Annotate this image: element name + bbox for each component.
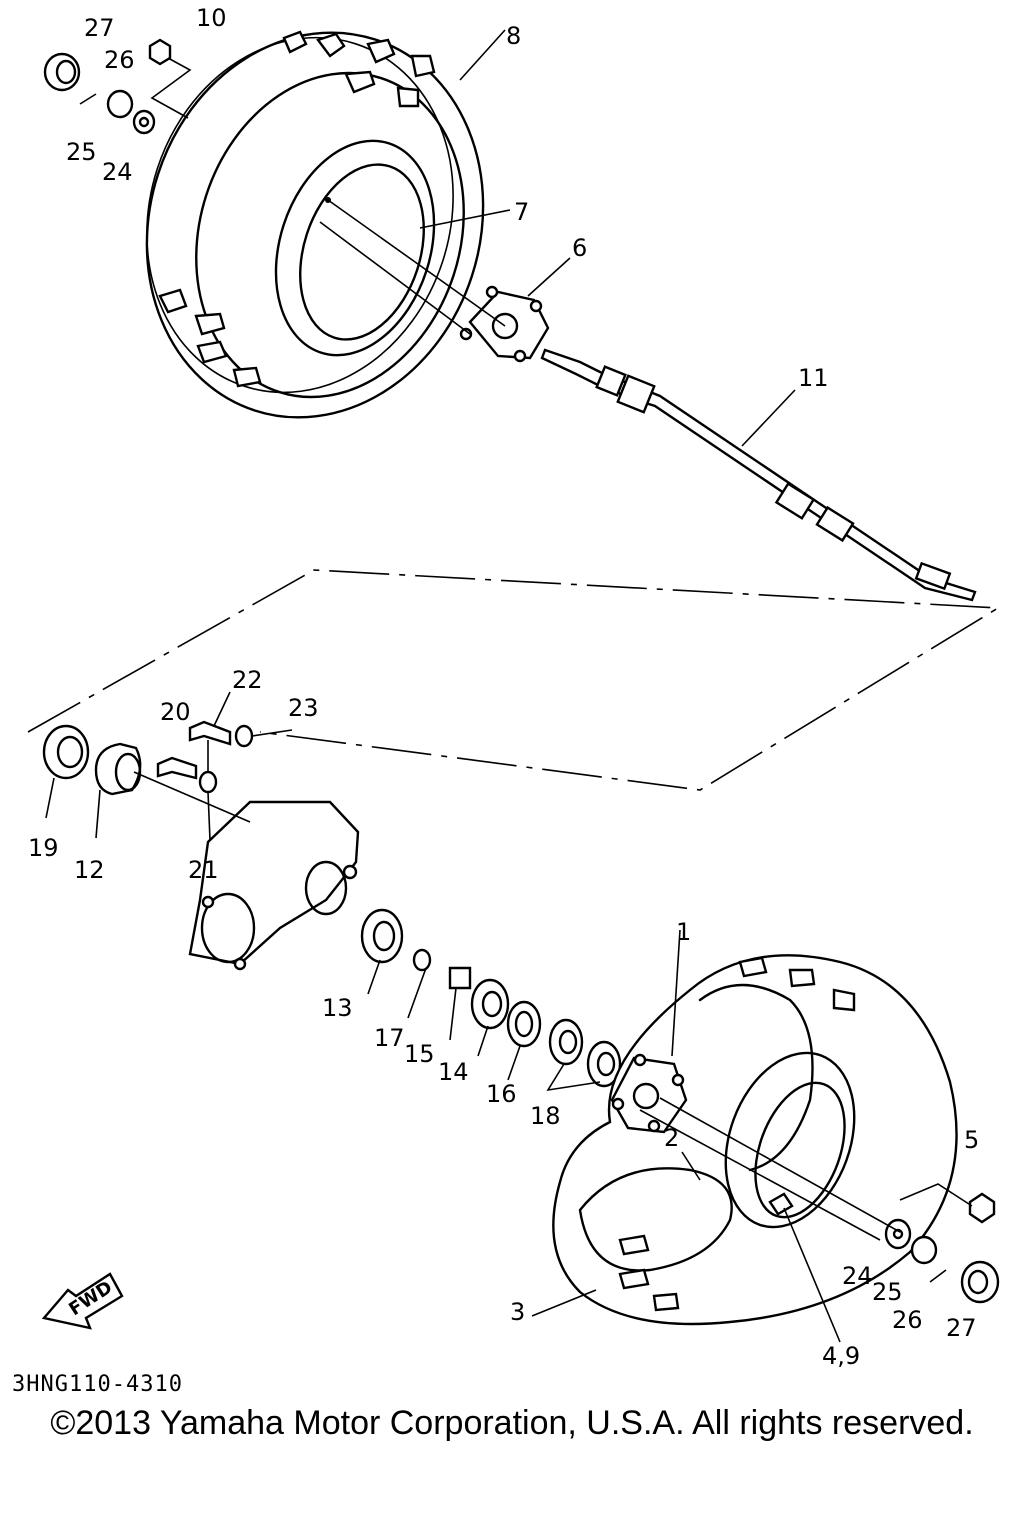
callout-label: 4,9	[822, 1342, 860, 1370]
callout-label: 25	[872, 1278, 903, 1306]
callout-label: 17	[374, 1024, 405, 1052]
bottom-hardware	[884, 1192, 1000, 1304]
top-hardware	[43, 38, 172, 135]
callout-label: 12	[74, 856, 105, 884]
bottom-hub	[610, 1053, 688, 1134]
callout-label: 11	[798, 364, 829, 392]
callout-label: 16	[486, 1080, 517, 1108]
callout-label: 14	[438, 1058, 469, 1086]
callout-label: 1	[676, 918, 691, 946]
callout-label: 2	[664, 1124, 679, 1152]
callout-label: 6	[572, 234, 587, 262]
callout-label: 26	[104, 46, 135, 74]
callout-label: 27	[84, 14, 115, 42]
callout-label: 25	[66, 138, 97, 166]
callout-label: 23	[288, 694, 319, 722]
top-hub	[459, 285, 550, 363]
callout-label: 20	[160, 698, 191, 726]
callout-labels: 27 10 26 8 25 24 7 6 11 22 20 23 19 12 2…	[28, 4, 979, 1370]
differential-assembly	[42, 720, 622, 1088]
bottom-wheel	[552, 954, 958, 1326]
copyright-notice: ©2013 Yamaha Motor Corporation, U.S.A. A…	[50, 1404, 974, 1442]
callout-label: 26	[892, 1306, 923, 1334]
drawing-code: 3HNG110-4310	[12, 1372, 183, 1397]
top-wheel-tire	[145, 30, 485, 419]
callout-label: 15	[404, 1040, 435, 1068]
callout-label: 24	[842, 1262, 873, 1290]
assembly-boundary	[27, 569, 1001, 791]
callout-label: 24	[102, 158, 133, 186]
callout-label: 8	[506, 22, 521, 50]
callout-label: 18	[530, 1102, 561, 1130]
callout-label: 3	[510, 1298, 525, 1326]
fwd-arrow: FWD	[41, 1272, 124, 1330]
callout-label: 7	[514, 198, 529, 226]
callout-label: 27	[946, 1314, 977, 1342]
bottom-assembly-lines	[45, 691, 973, 1343]
callout-label: 10	[196, 4, 227, 32]
callout-label: 21	[188, 856, 219, 884]
callout-label: 19	[28, 834, 59, 862]
callout-label: 5	[964, 1126, 979, 1154]
top-assembly-lines	[150, 29, 796, 447]
callout-label: 22	[232, 666, 263, 694]
callout-label: 13	[322, 994, 353, 1022]
axle-shaft	[540, 348, 977, 602]
